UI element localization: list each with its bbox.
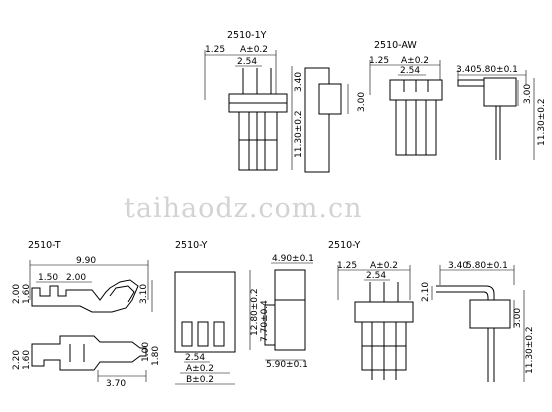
v2-dim-width: 5.80±0.1 xyxy=(476,65,518,75)
v6-dim-pitch: 2.54 xyxy=(366,271,386,281)
v3-dim-h5: 1.60 xyxy=(22,350,32,370)
view-2510-aw-front: 2510-AW 1.25 A±0.2 2.54 xyxy=(369,40,443,156)
v5-dim-mid: 7.70±0.4 xyxy=(260,300,270,342)
v3-dim-h4: 2.20 xyxy=(12,350,22,370)
v3-dim-h2: 1.60 xyxy=(22,284,32,304)
view-2-title: 2510-AW xyxy=(374,40,417,51)
v6-dim-width: 5.80±0.1 xyxy=(466,261,508,271)
v2-dim-a: A±0.2 xyxy=(401,56,429,66)
view-2510-aw-side: 3.40 5.80±0.1 3.00 11.30±0.2 xyxy=(456,65,547,160)
view-2510-y-housing: 2510-Y 2.54 A±0.2 B±0.2 xyxy=(174,240,236,385)
view-2510-y-housing-side: 4.90±0.1 12.80±0.2 7.70±0.4 5.90±0.1 xyxy=(249,254,314,370)
v5-dim-height: 12.80±0.2 xyxy=(250,288,260,336)
v1-dim-top: 3.40 xyxy=(294,72,304,92)
v2-dim-body: 3.00 xyxy=(523,84,533,104)
view-3-title: 2510-T xyxy=(28,240,61,251)
view-2510-y-header-front: 2510-Y 1.25 A±0.2 2.54 xyxy=(328,240,414,380)
view-1-title: 2510-1Y xyxy=(227,30,267,41)
v6-dim-pitch-offset: 1.25 xyxy=(337,261,357,271)
v4-dim-pitch: 2.54 xyxy=(185,353,205,363)
view-4-title: 2510-Y xyxy=(175,240,207,251)
v3-dim-h7: 1.80 xyxy=(151,346,161,366)
v6-dim-a: A±0.2 xyxy=(370,261,398,271)
v3-dim-h3: 3.10 xyxy=(139,284,149,304)
v3-dim-a: 1.50 xyxy=(38,273,58,283)
v3-dim-h6: 1.00 xyxy=(141,342,151,362)
v4-dim-b: B±0.2 xyxy=(186,375,214,385)
v2-dim-length: 11.30±0.2 xyxy=(537,98,547,146)
v3-dim-total: 9.90 xyxy=(76,256,96,266)
v1-dim-body: 3.00 xyxy=(357,92,367,112)
v3-dim-h1: 2.00 xyxy=(12,284,22,304)
v1-dim-a: A±0.2 xyxy=(240,45,268,55)
watermark: taihaodz.com.cn xyxy=(124,193,363,224)
v3-dim-b: 2.00 xyxy=(66,273,86,283)
v5-dim-top: 4.90±0.1 xyxy=(272,254,314,264)
v6-dim-top: 3.40 xyxy=(448,261,468,271)
v3-dim-bottom: 3.70 xyxy=(106,379,126,389)
view-6-title: 2510-Y xyxy=(328,240,360,251)
v1-dim-pitch: 2.54 xyxy=(237,57,257,67)
v6-dim-length: 11.30±0.2 xyxy=(525,326,535,374)
v2-dim-top: 3.40 xyxy=(456,65,476,75)
v4-dim-a: A±0.2 xyxy=(186,364,214,374)
v2-dim-pitch-offset: 1.25 xyxy=(369,56,389,66)
v1-dim-length: 11.30±0.2 xyxy=(294,110,304,158)
v2-dim-pitch: 2.54 xyxy=(400,66,420,76)
view-2510-1y-side: 3.00 xyxy=(304,67,367,173)
view-2510-y-header-side: 3.40 5.80±0.1 2.10 3.00 11.30±0.2 xyxy=(421,261,535,382)
v5-dim-bottom: 5.90±0.1 xyxy=(266,360,308,370)
v6-dim-pin: 2.10 xyxy=(421,282,431,302)
v1-dim-pitch-offset: 1.25 xyxy=(205,45,225,55)
view-2510-t-terminal: 2510-T 9.90 1.50 2.00 2.00 1.60 3.10 3.7… xyxy=(12,240,161,389)
v6-dim-body: 3.00 xyxy=(513,308,523,328)
view-2510-1y-front: 2510-1Y 1.25 A±0.2 2.54 3.40 11.30±0.2 xyxy=(204,30,304,171)
